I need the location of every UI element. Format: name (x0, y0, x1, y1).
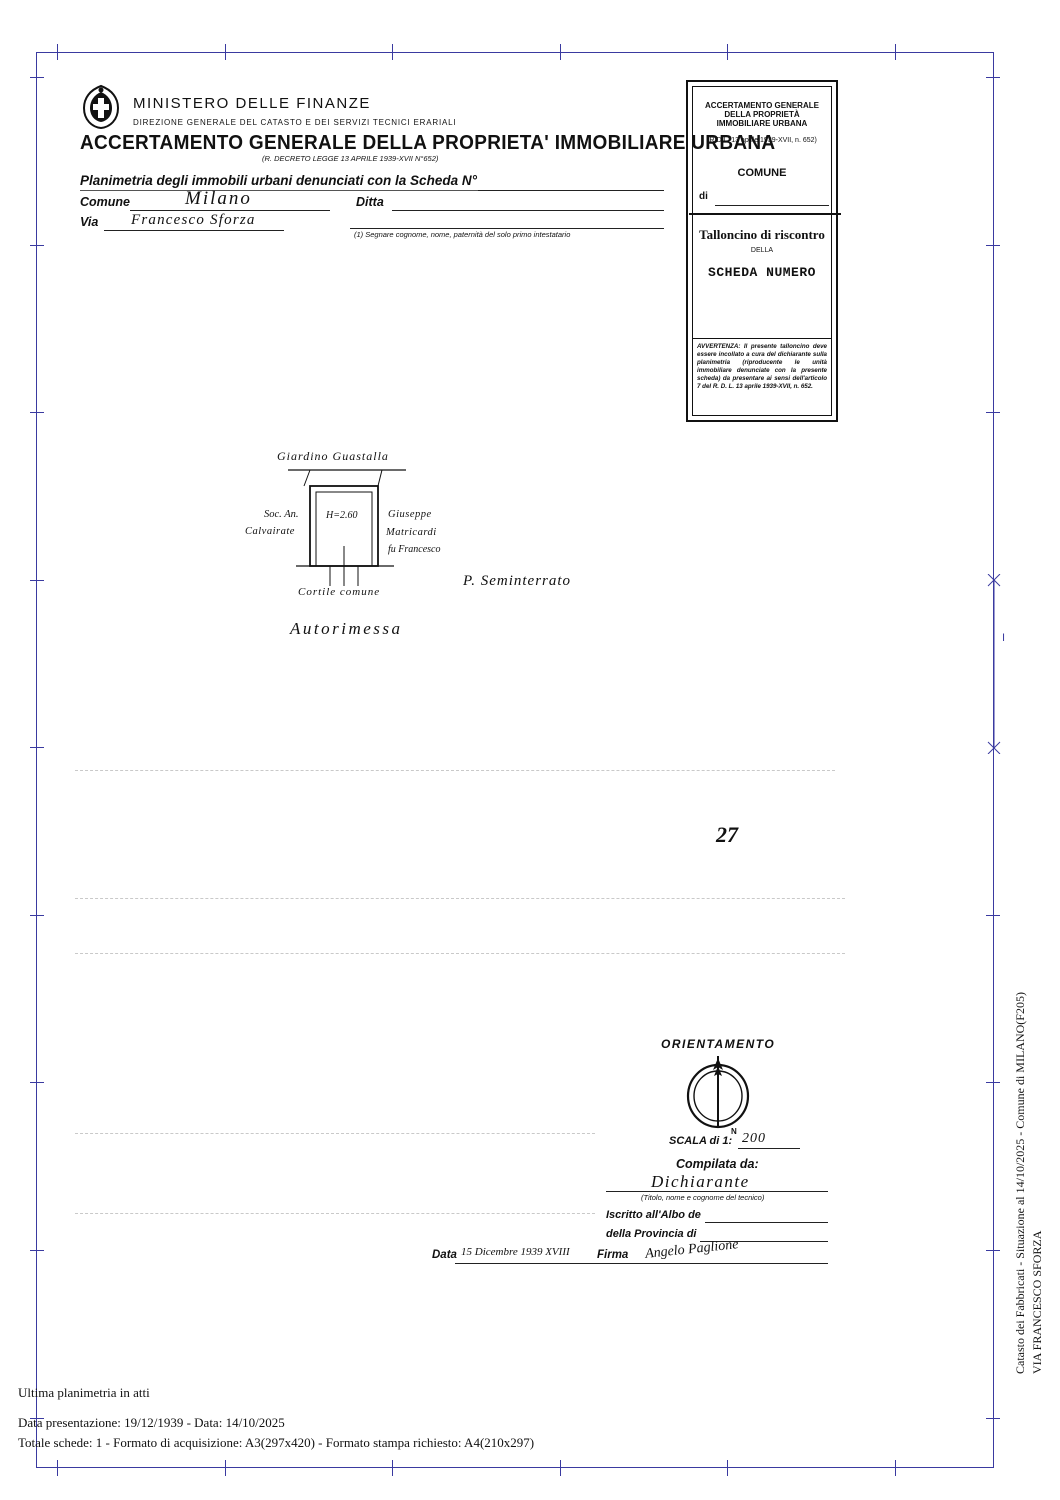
section-bracket (987, 574, 1001, 754)
frame-tick (986, 1082, 1000, 1083)
frame-tick (30, 1418, 44, 1419)
frame-tick (30, 412, 44, 413)
scan-line (75, 1133, 595, 1135)
plan-east-3: fu Francesco (388, 544, 441, 555)
card-della: DELLA (750, 247, 774, 254)
frame-tick (30, 245, 44, 246)
plan-use: Autorimessa (290, 619, 403, 638)
side-text-2: VIA FRANCESCO SFORZA (1030, 1230, 1044, 1374)
north-letter: N (731, 1127, 737, 1136)
orientamento-label: ORIENTAMENTO (661, 1037, 776, 1051)
comune-label: Comune (80, 195, 130, 209)
frame-tick (30, 1250, 44, 1251)
frame-tick (986, 1418, 1000, 1419)
card-avvertenza: AVVERTENZA: Il presente talloncino deve … (693, 338, 831, 415)
frame-tick (392, 1460, 393, 1476)
compiler-caption: (Titolo, nome e cognome del tecnico) (641, 1193, 765, 1202)
card-title: ACCERTAMENTO GENERALE DELLA PROPRIETÀ IM… (705, 101, 819, 128)
scan-line (75, 953, 845, 955)
card-di: di (699, 191, 708, 202)
frame-tick (986, 1250, 1000, 1251)
frame-tick (986, 915, 1000, 916)
frame-tick (57, 44, 58, 60)
frame-tick (392, 44, 393, 60)
page-frame (36, 52, 994, 1468)
card-talloncino: Talloncino di riscontro (699, 227, 825, 242)
frame-tick (30, 580, 44, 581)
floor-plan-sketch (288, 469, 406, 586)
plan-floor: P. Seminterrato (463, 573, 572, 589)
data-label: Data (432, 1249, 457, 1261)
frame-tick (895, 1460, 896, 1476)
iscritto-label: Iscritto all'Albo de (606, 1209, 701, 1221)
frame-tick (560, 44, 561, 60)
plan-south: Cortile comune (298, 586, 381, 598)
page-mark: 27 (716, 822, 738, 847)
compass-icon (686, 1056, 750, 1129)
scala-label: SCALA di 1: (669, 1135, 733, 1147)
frame-tick (30, 747, 44, 748)
footer-line-1: Ultima planimetria in atti (18, 1385, 150, 1400)
frame-tick (986, 245, 1000, 246)
plan-west-2: Calvairate (245, 526, 295, 537)
scala-value: 200 (742, 1131, 766, 1146)
plan-west-1: Soc. An. (264, 509, 299, 520)
frame-tick (30, 77, 44, 78)
frame-tick (225, 44, 226, 60)
margin-mark: I (1002, 632, 1006, 644)
scan-line (75, 898, 845, 900)
compilata-label: Compilata da: (676, 1157, 759, 1171)
plan-height: H=2.60 (326, 510, 358, 521)
comune-value: Milano (185, 188, 252, 209)
firma-label: Firma (597, 1249, 629, 1261)
frame-tick (30, 915, 44, 916)
frame-tick (986, 77, 1000, 78)
plan-north: Giardino Guastalla (277, 449, 389, 463)
via-label: Via (80, 215, 99, 229)
via-value: Francesco Sforza (131, 212, 256, 228)
frame-tick (986, 412, 1000, 413)
talloncino-card: ACCERTAMENTO GENERALE DELLA PROPRIETÀ IM… (686, 80, 841, 422)
decree-ref: (R. DECRETO LEGGE 13 APRILE 1939-XVII N°… (262, 154, 439, 163)
frame-tick (560, 1460, 561, 1476)
plan-east-2: Matricardi (386, 527, 437, 538)
emblem-icon (82, 84, 120, 130)
scan-line (75, 1213, 595, 1215)
frame-tick (727, 1460, 728, 1476)
footer-line-2: Data presentazione: 19/12/1939 - Data: 1… (18, 1415, 285, 1430)
frame-tick (225, 1460, 226, 1476)
provincia-label: della Provincia di (606, 1228, 697, 1240)
frame-tick (727, 44, 728, 60)
direction-name: DIREZIONE GENERALE DEL CATASTO E DEI SER… (133, 118, 457, 127)
data-value: 15 Dicembre 1939 XVIII (461, 1246, 570, 1258)
frame-tick (57, 1460, 58, 1476)
card-comune: COMUNE (737, 167, 787, 179)
scan-line (75, 770, 835, 772)
ministry-name: MINISTERO DELLE FINANZE (133, 95, 371, 112)
planimetria-label: Planimetria degli immobili urbani denunc… (80, 173, 477, 188)
footnote: (1) Segnare cognome, nome, paternità del… (354, 230, 571, 239)
card-rdl: (R.D.L. 13 aprile 1939-XVII, n. 652) (707, 137, 817, 144)
card-scheda: SCHEDA NUMERO (708, 265, 816, 280)
frame-tick (30, 1082, 44, 1083)
side-text-1: Catasto dei Fabbricati - Situazione al 1… (1013, 992, 1027, 1374)
plan-east-1: Giuseppe (388, 509, 432, 520)
ditta-label: Ditta (356, 195, 384, 209)
compiler-value: Dichiarante (651, 1172, 750, 1191)
footer-line-3: Totale schede: 1 - Formato di acquisizio… (18, 1435, 535, 1450)
main-title: ACCERTAMENTO GENERALE DELLA PROPRIETA' I… (80, 132, 776, 155)
frame-tick (895, 44, 896, 60)
